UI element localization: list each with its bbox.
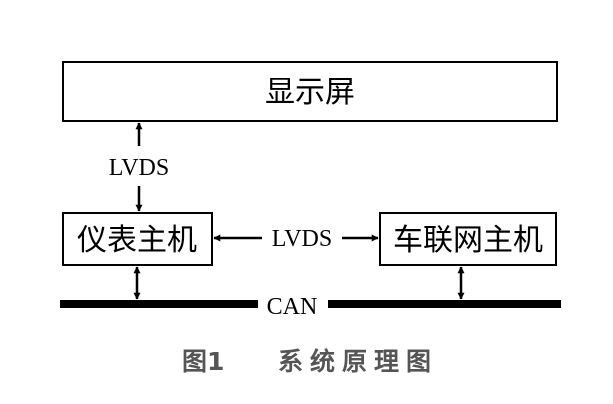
instrument-host-box — [62, 212, 213, 266]
telematics-host-box — [379, 212, 557, 266]
lvds-vertical-link: LVDS — [109, 122, 169, 212]
telematics-host-node: 车联网主机 — [379, 212, 557, 266]
display-box — [62, 61, 558, 122]
caption-number: 图1 — [182, 347, 224, 376]
can-bus-line-left — [60, 300, 258, 308]
caption-title: 系统原理图 — [278, 347, 438, 376]
lvds-horizontal-link: LVDS — [213, 226, 379, 252]
lvds-vertical-label: LVDS — [109, 155, 169, 181]
display-node: 显示屏 — [62, 61, 558, 122]
instrument-host-label: 仪表主机 — [77, 223, 197, 258]
display-label: 显示屏 — [265, 75, 355, 110]
lvds-horizontal-label: LVDS — [272, 226, 332, 252]
telematics-host-label: 车联网主机 — [393, 223, 543, 258]
figure-caption: 图1 系统原理图 — [182, 347, 438, 376]
instrument-host-node: 仪表主机 — [62, 212, 213, 266]
can-bus-line-right — [328, 300, 561, 308]
can-bus: CAN — [60, 266, 561, 320]
can-bus-label: CAN — [267, 294, 318, 320]
